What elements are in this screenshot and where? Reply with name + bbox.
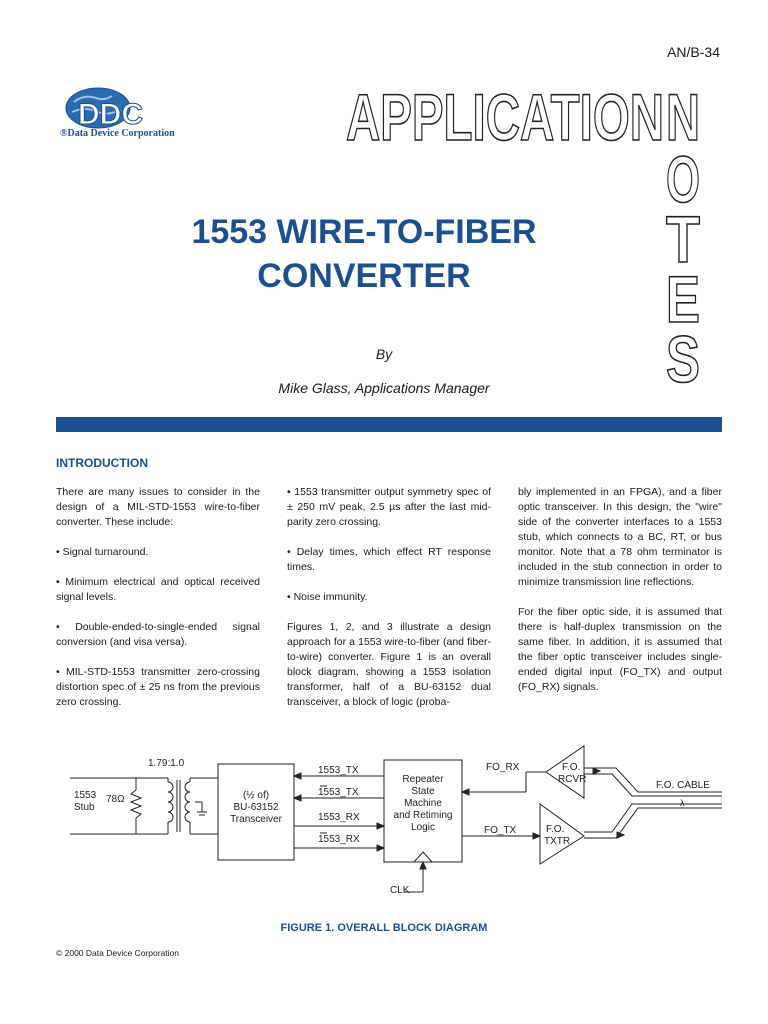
paragraph: bly implemented in an FPGA), and a fiber… <box>518 486 722 588</box>
ratio-label: 1.79:1.0 <box>148 758 185 769</box>
rcvr-label-2: RCVR <box>558 774 586 785</box>
paragraph: For the fiber optic side, it is assumed … <box>518 606 722 693</box>
transceiver-label-3: Transceiver <box>230 814 283 825</box>
lambda-label: λ <box>680 798 685 808</box>
banner-letter-o: O <box>666 142 700 216</box>
paragraph: There are many issues to consider in the… <box>56 486 260 528</box>
logo-letters: DDC <box>78 98 143 131</box>
cable-label: F.O. CABLE <box>656 780 710 791</box>
bullet-item: • Signal turnaround. <box>56 546 149 558</box>
copyright: © 2000 Data Device Corporation <box>56 948 179 958</box>
document-title: 1553 WIRE-TO-FIBER CONVERTER <box>100 210 628 298</box>
banner-letter-t: T <box>666 202 700 276</box>
section-heading: INTRODUCTION <box>56 456 148 470</box>
stub-label-1: 1553 <box>74 790 97 801</box>
signal-rx: 1553_RX <box>318 812 360 823</box>
text-column-1: There are many issues to consider in the… <box>56 485 260 725</box>
company-name: ®Data Device Corporation <box>60 128 175 139</box>
fo-tx-label: FO_TX <box>484 825 517 836</box>
bullet-item: • MIL-STD-1553 transmitter zero-crossing… <box>56 666 260 708</box>
text-column-3: bly implemented in an FPGA), and a fiber… <box>518 485 722 710</box>
signal-tx: 1553_TX <box>318 765 359 776</box>
logic-label-5: Logic <box>411 822 435 833</box>
byline: By <box>375 346 393 362</box>
stub-label-2: Stub <box>74 802 95 813</box>
logic-label-1: Repeater <box>402 774 444 785</box>
logic-label-4: and Retiming <box>394 810 453 821</box>
text-column-2: • 1553 transmitter output symmetry spec … <box>287 485 491 725</box>
logic-label-2: State <box>411 786 435 797</box>
bullet-item: • Double-ended-to-single-ended signal co… <box>56 621 260 648</box>
bullet-item: • Minimum electrical and optical receive… <box>56 576 260 603</box>
signal-rx-bar: 1553_RX <box>318 834 360 845</box>
logic-label-3: Machine <box>404 798 442 809</box>
transceiver-label-1: (½ of) <box>243 790 269 801</box>
application-notes-banner: APPLICATION N O T E S <box>345 79 701 397</box>
bullet-item: • Delay times, which effect RT response … <box>287 546 491 573</box>
signal-tx-bar: 1553_TX <box>318 787 359 798</box>
bullet-item: • Noise immunity. <box>287 591 368 603</box>
banner-letter-s: S <box>666 322 700 396</box>
rcvr-label-1: F.O. <box>562 762 580 773</box>
txtr-label-2: TXTR <box>544 836 570 847</box>
bullet-item: • 1553 transmitter output symmetry spec … <box>287 486 491 528</box>
title-line-2: CONVERTER <box>257 257 471 295</box>
banner-word: APPLICATION <box>346 80 664 154</box>
txtr-label-1: F.O. <box>546 824 564 835</box>
banner-letter-n: N <box>666 80 700 154</box>
banner-letter-e: E <box>666 262 700 336</box>
ddc-logo: DDC <box>65 87 144 132</box>
resistor-label: 78Ω <box>106 794 125 805</box>
figure-caption: FIGURE 1. OVERALL BLOCK DIAGRAM <box>280 922 488 934</box>
title-divider <box>56 417 722 432</box>
fo-rx-label: FO_RX <box>486 762 520 773</box>
paragraph: Figures 1, 2, and 3 illustrate a design … <box>287 621 491 708</box>
block-diagram: 1553 Stub 78Ω 1.79:1.0 (½ of) BU-63152 T… <box>70 745 722 896</box>
author: Mike Glass, Applications Manager <box>278 380 490 396</box>
title-line-1: 1553 WIRE-TO-FIBER <box>191 213 537 251</box>
document-number: AN/B-34 <box>667 44 720 60</box>
transceiver-label-2: BU-63152 <box>233 802 278 813</box>
clk-label: CLK <box>390 885 410 896</box>
